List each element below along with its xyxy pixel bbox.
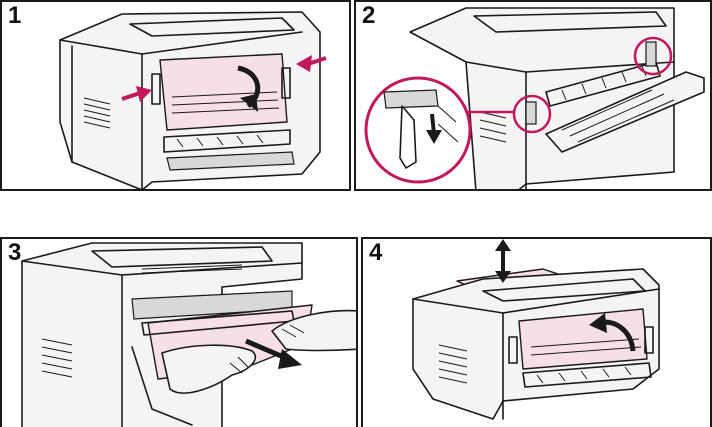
step-4-panel: 4 xyxy=(361,237,712,427)
step-2-number: 2 xyxy=(362,2,376,29)
rear-output-door xyxy=(159,53,288,131)
left-lever-highlight xyxy=(512,94,552,134)
right-hand xyxy=(271,309,356,352)
rear-door-open xyxy=(545,71,705,153)
step-4-number: 4 xyxy=(369,239,383,266)
right-press-arrow-icon xyxy=(296,55,327,72)
tray-lift-arrow-icon xyxy=(495,239,511,283)
step-1-number: 1 xyxy=(8,2,22,29)
step-4-illustration xyxy=(412,239,660,420)
left-hand xyxy=(161,344,257,394)
side-vent xyxy=(83,97,111,129)
step-1-panel: 1 xyxy=(0,0,351,191)
left-press-arrow-icon xyxy=(121,86,152,102)
step-2-illustration xyxy=(364,7,705,189)
step-1-illustration xyxy=(59,11,327,189)
right-lever-highlight xyxy=(633,36,673,76)
step-3-illustration xyxy=(21,242,356,427)
step-3-panel: 3 xyxy=(0,237,358,427)
step-2-panel: 2 xyxy=(354,0,712,191)
lever-detail-inset xyxy=(364,76,472,184)
step-3-number: 3 xyxy=(8,239,22,266)
